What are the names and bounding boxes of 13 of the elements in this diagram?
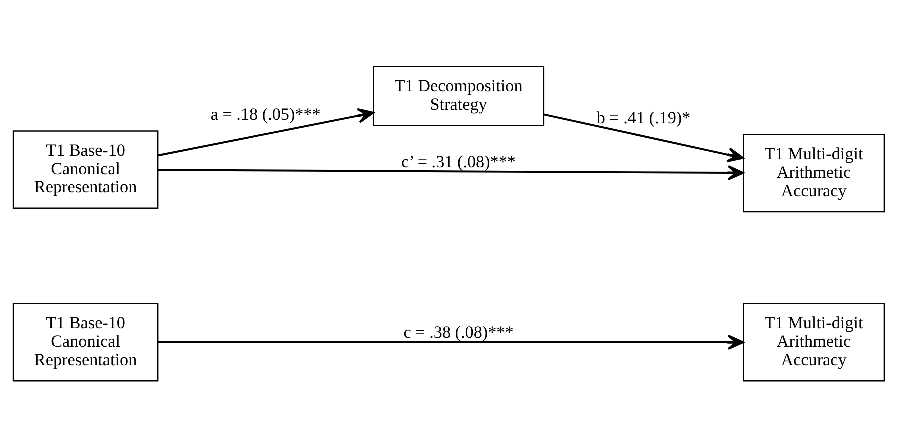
node-box: T1 Base-10 Canonical Representation [12, 130, 159, 208]
edge-label: a = .18 (.05)*** [210, 104, 321, 124]
edge-label: c = .38 (.08)*** [404, 322, 514, 342]
arrow [158, 164, 744, 180]
node-box: T1 Multi-digit Arithmetic Accuracy [742, 302, 886, 382]
node-box: T1 Base-10 Canonical Representation [12, 302, 159, 382]
node-box: T1 Multi-digit Arithmetic Accuracy [742, 134, 886, 212]
edge-label: b = .41 (.19)* [596, 108, 691, 127]
arrow [158, 108, 374, 156]
arrow [544, 113, 744, 162]
node-box: T1 Decomposition Strategy [373, 66, 545, 126]
edge-label: c’ = .31 (.08)*** [402, 152, 516, 172]
arrow [158, 334, 744, 350]
